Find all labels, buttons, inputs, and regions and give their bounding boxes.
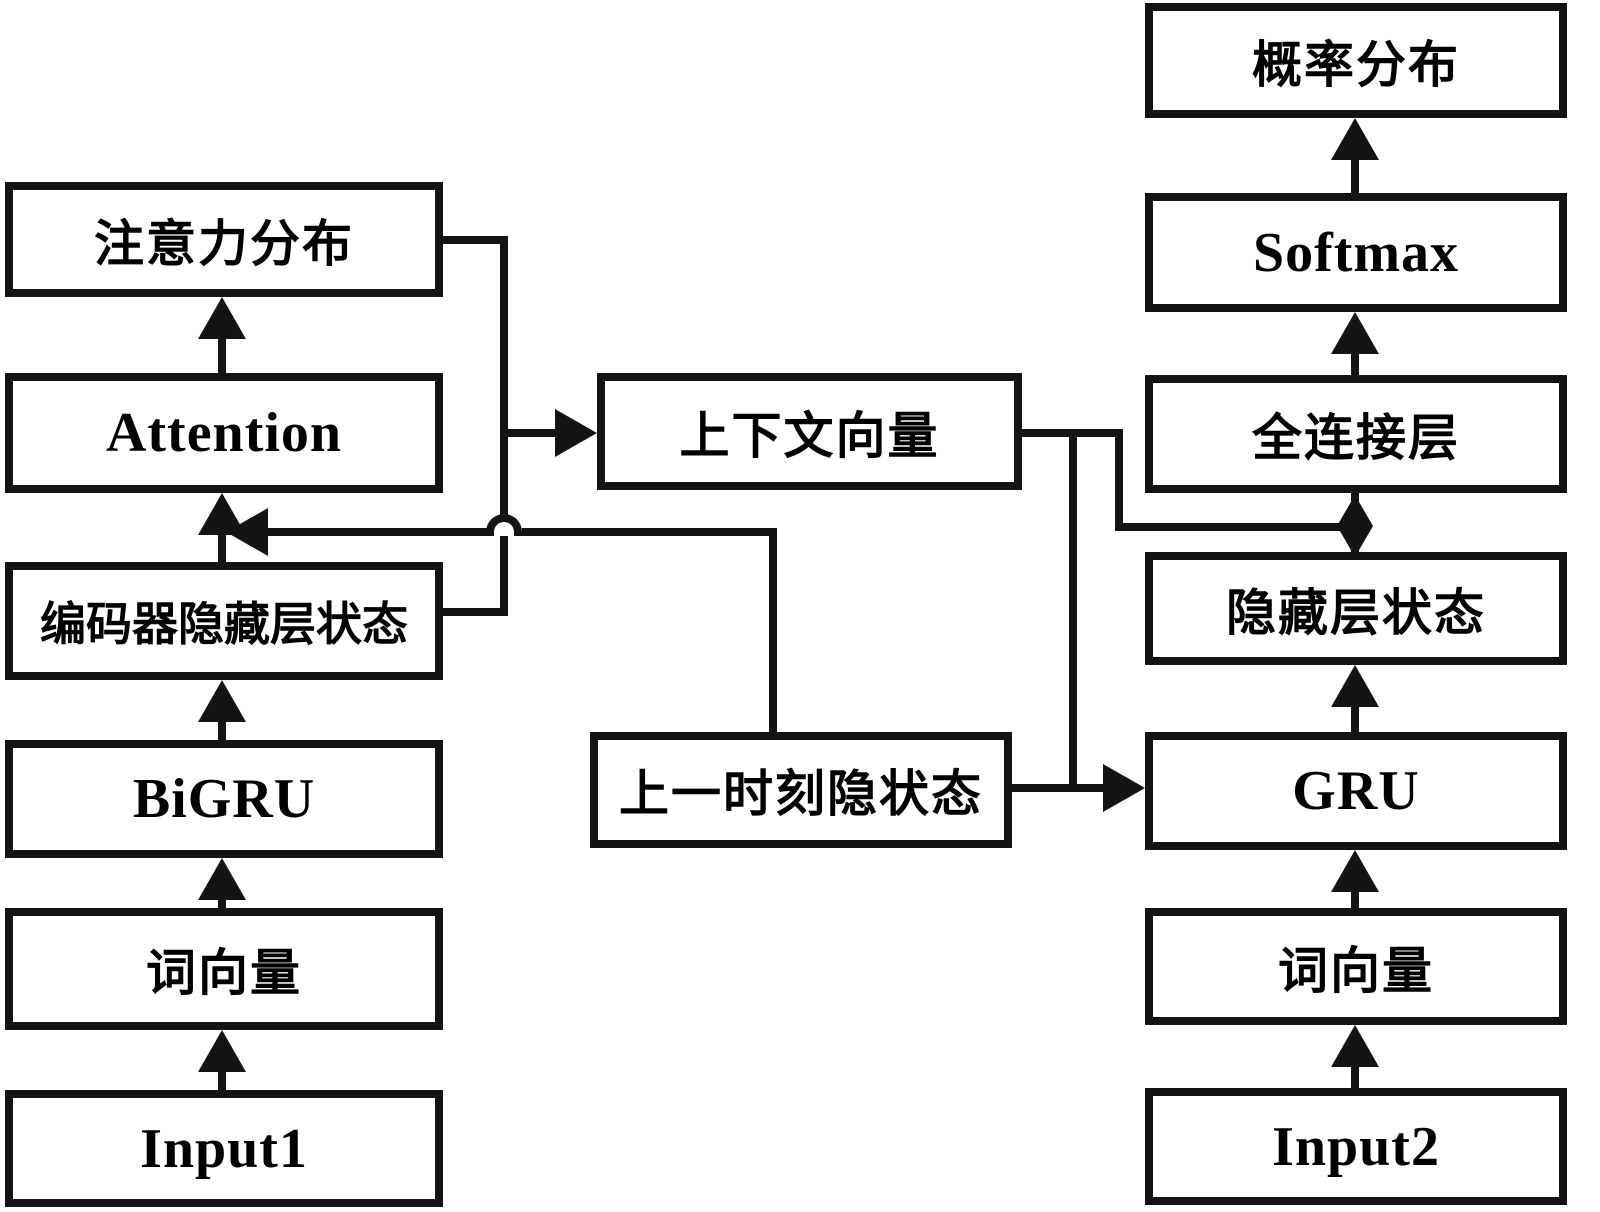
node-probability-distribution-label: 概率分布 xyxy=(1252,36,1460,93)
node-hidden-layer-state: 隐藏层状态 xyxy=(1145,552,1567,665)
edge-softmax-to-probability-distribution xyxy=(1351,156,1359,193)
diamond-junction-top xyxy=(1337,495,1373,526)
edge-encoder-hidden-out xyxy=(443,608,504,616)
node-context-vector-label: 上下文向量 xyxy=(679,407,940,464)
node-encoder-hidden-state: 编码器隐藏层状态 xyxy=(5,562,443,680)
arrowhead-word-vector-left-to-bigru xyxy=(198,858,246,900)
edge-context-to-gru-vertical xyxy=(1069,429,1077,792)
arrowhead-input2-to-word-vector-right xyxy=(1331,1025,1379,1067)
node-input1: Input1 xyxy=(5,1090,443,1207)
arrowhead-word-vector-right-to-gru xyxy=(1331,850,1379,892)
edge-fully-connected-to-softmax xyxy=(1351,350,1359,375)
edge-attention-distribution-out xyxy=(443,236,508,244)
edge-bus-to-context-vector xyxy=(508,429,557,437)
node-gru-label: GRU xyxy=(1292,760,1420,822)
node-attention-distribution-label: 注意力分布 xyxy=(94,215,354,272)
edge-encoder-hidden-to-attention xyxy=(218,531,226,562)
node-context-vector: 上下文向量 xyxy=(597,373,1022,490)
node-attention-distribution: 注意力分布 xyxy=(5,182,443,297)
node-bigru: BiGRU xyxy=(5,740,443,858)
node-fully-connected-layer-label: 全连接层 xyxy=(1252,410,1460,466)
arrowhead-attention-to-attention-distribution xyxy=(198,297,246,339)
edge-input2-to-word-vector-right xyxy=(1351,1063,1359,1088)
node-word-vector-right: 词向量 xyxy=(1145,908,1567,1025)
node-encoder-hidden-state-label: 编码器隐藏层状态 xyxy=(40,599,408,650)
arrowhead-prev-hidden-into-attention xyxy=(226,508,268,556)
edge-bigru-to-encoder-hidden xyxy=(218,718,226,740)
node-input2: Input2 xyxy=(1145,1088,1567,1205)
arrowhead-softmax-to-probability-distribution xyxy=(1331,118,1379,160)
arrowhead-input1-to-word-vector-left xyxy=(198,1030,246,1072)
node-attention: Attention xyxy=(5,373,443,493)
node-bigru-label: BiGRU xyxy=(132,768,316,830)
edge-input1-to-word-vector-left xyxy=(218,1068,226,1090)
node-word-vector-left-label: 词向量 xyxy=(146,945,302,1001)
node-softmax-label: Softmax xyxy=(1252,221,1460,284)
arrowhead-fully-connected-to-softmax xyxy=(1331,312,1379,354)
line-hop xyxy=(486,514,522,536)
edge-attention-to-attention-distribution xyxy=(218,335,226,373)
node-hidden-layer-state-label: 隐藏层状态 xyxy=(1226,584,1486,641)
node-attention-label: Attention xyxy=(105,402,343,464)
arrowhead-bigru-to-encoder-hidden xyxy=(198,680,246,722)
node-probability-distribution: 概率分布 xyxy=(1145,3,1567,118)
node-input2-label: Input2 xyxy=(1272,1115,1440,1178)
node-prev-time-hidden-state: 上一时刻隐状态 xyxy=(590,732,1012,848)
node-word-vector-right-label: 词向量 xyxy=(1278,942,1434,999)
node-softmax: Softmax xyxy=(1145,193,1567,312)
edge-gru-to-hidden-state xyxy=(1351,703,1359,732)
edge-prev-hidden-to-attention-right xyxy=(522,528,777,536)
edge-context-to-fc-vertical xyxy=(1115,429,1123,531)
arrowhead-into-context-vector xyxy=(555,409,597,457)
diamond-junction-bottom xyxy=(1337,526,1373,557)
edge-context-input-bus xyxy=(500,236,508,616)
edge-prev-hidden-to-gru xyxy=(1012,784,1105,792)
node-gru: GRU xyxy=(1145,732,1567,850)
edge-prev-hidden-to-attention-left xyxy=(268,528,490,536)
edge-word-vector-left-to-bigru xyxy=(218,896,226,908)
node-input1-label: Input1 xyxy=(140,1117,308,1180)
edge-context-to-fc-horizontal xyxy=(1115,523,1342,531)
node-prev-time-hidden-state-label: 上一时刻隐状态 xyxy=(619,766,983,822)
node-word-vector-left: 词向量 xyxy=(5,908,443,1030)
edge-word-vector-right-to-gru xyxy=(1351,888,1359,908)
arrowhead-into-gru xyxy=(1103,764,1145,812)
node-fully-connected-layer: 全连接层 xyxy=(1145,375,1567,493)
arrowhead-gru-to-hidden-state xyxy=(1331,665,1379,707)
edge-prev-hidden-up xyxy=(769,532,777,732)
